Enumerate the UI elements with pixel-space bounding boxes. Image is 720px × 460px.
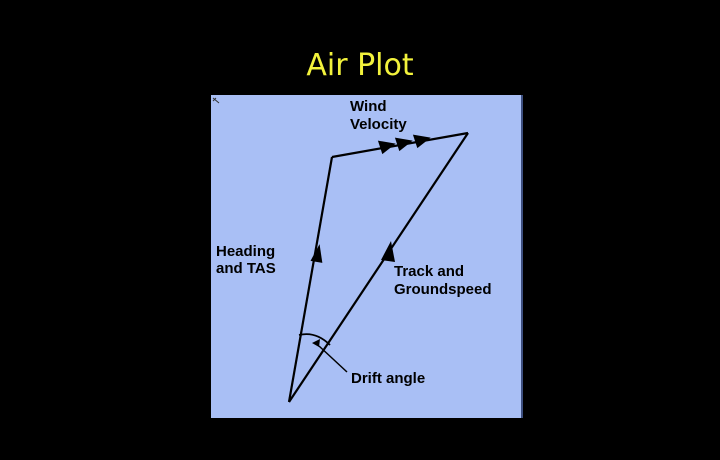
wind-arrowheads xyxy=(377,134,431,155)
heading-label-line1: Heading xyxy=(216,243,275,260)
drift-angle-arc xyxy=(298,333,331,346)
heading-arrowhead xyxy=(310,244,323,263)
drift-arc-arrowhead xyxy=(312,339,320,347)
wind-arrowhead-1 xyxy=(377,140,396,155)
heading-vector-line xyxy=(287,156,334,403)
drift-leader-line xyxy=(318,345,348,373)
wind-label-line1: Wind xyxy=(350,98,387,115)
slide-title: Air Plot xyxy=(306,48,414,83)
corner-mark xyxy=(212,97,220,104)
diagram-panel xyxy=(211,95,522,418)
drift-angle-label: Drift angle xyxy=(351,370,425,387)
track-label-line1: Track and xyxy=(394,263,464,280)
track-arrowhead xyxy=(381,241,395,262)
track-vector-line xyxy=(288,132,469,403)
wind-label-line2: Velocity xyxy=(350,116,407,133)
heading-label-line2: and TAS xyxy=(216,260,276,277)
track-label-line2: Groundspeed xyxy=(394,281,492,298)
wind-arrowhead-3 xyxy=(412,134,431,149)
wind-arrowhead-2 xyxy=(394,137,413,152)
